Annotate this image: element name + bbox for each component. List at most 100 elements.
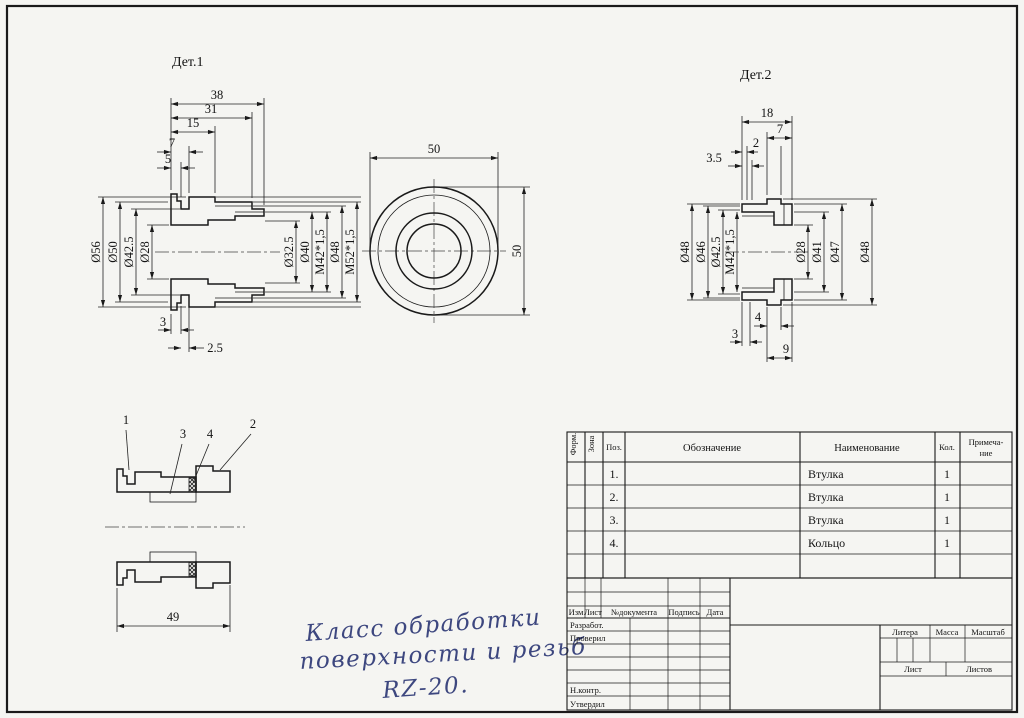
front-circle-mid	[395, 212, 473, 290]
assembly-cap-upper	[195, 465, 231, 493]
det1-dim-d42: Ø42.5	[122, 237, 136, 268]
det2-dim-d46: Ø46	[694, 241, 708, 263]
det1-dim-d28: Ø28	[138, 241, 152, 263]
header-poz: Поз.	[606, 442, 622, 452]
det2-dim-d28: Ø28	[794, 241, 808, 263]
row2-qty: 1	[944, 490, 950, 504]
callout-4: 4	[207, 427, 214, 441]
header-primechanie-2: ние	[980, 448, 993, 458]
assembly-sleeve-upper	[149, 491, 197, 503]
det1-view: Дет.1	[89, 55, 361, 355]
det1-front-view: 50 50	[362, 142, 530, 323]
header-kol: Кол.	[939, 442, 955, 452]
det1-dim-15: 15	[187, 116, 200, 130]
label-litera: Литера	[892, 627, 918, 637]
det1-dim-m42: M42*1,5	[313, 229, 327, 275]
det2-dimensions: 18 7 2 3.5 Ø48 Ø46 Ø42.5 M42*1,5 Ø28 Ø41…	[678, 106, 875, 361]
front-extension-lines	[369, 152, 530, 316]
spec-table-border	[566, 431, 1013, 579]
det1-dimensions: 38 31 15 7 5 Ø56 Ø50 Ø42.5 Ø28 Ø32.5 Ø40	[89, 88, 360, 355]
label-docnum: №документа	[611, 607, 657, 617]
det2-dim-4: 4	[755, 310, 762, 324]
det2-dim-9: 9	[783, 342, 789, 356]
det1-dim-d32: Ø32.5	[282, 237, 296, 268]
det2-dim-d42: Ø42.5	[709, 237, 723, 268]
header-naimenovanie: Наименование	[834, 443, 900, 454]
label-list: Лист	[584, 607, 602, 617]
sheet-border	[5, 4, 1019, 714]
det2-dim-d41: Ø41	[810, 241, 824, 263]
label-razrabot: Разработ.	[570, 620, 604, 630]
det1-dim-d50: Ø50	[106, 241, 120, 263]
front-circle-outer	[369, 186, 499, 316]
spec-table-grid	[567, 432, 1012, 578]
table-row: 3. Втулка 1	[610, 513, 951, 527]
det2-dim-d47: Ø47	[828, 241, 842, 263]
label-izm: Изм	[569, 607, 584, 617]
front-circle-thread	[377, 194, 491, 308]
det2-dim-18: 18	[761, 106, 774, 120]
row2-name: Втулка	[808, 490, 844, 504]
handwritten-note: Класс обработки поверхности и резьб RZ-2…	[299, 605, 587, 704]
spec-table: Форм. Зона Поз. Обозначение Наименование…	[566, 431, 1013, 579]
assembly-callouts: 1 3 4 2	[123, 413, 256, 495]
assembly-width-dimension: 49	[116, 585, 231, 632]
callout-1: 1	[123, 413, 129, 427]
det1-thread-lines	[215, 205, 264, 299]
det2-lower-section	[741, 278, 793, 306]
det1-dim-d56: Ø56	[89, 241, 103, 263]
det2-dim-3-5: 3.5	[706, 151, 722, 165]
det1-dim-2-5: 2.5	[207, 341, 223, 355]
det2-dim-d48-left: Ø48	[678, 241, 692, 263]
det2-thread-lines	[742, 204, 785, 300]
det1-upper-section	[170, 193, 265, 226]
det2-view: Дет.2	[678, 68, 877, 362]
row3-qty: 1	[944, 513, 950, 527]
assembly-ring-upper	[188, 477, 197, 493]
spec-table-headers: Форм. Зона Поз. Обозначение Наименование…	[568, 433, 1004, 458]
det1-dim-31: 31	[205, 102, 218, 116]
label-utverdil: Утвердил	[570, 699, 605, 709]
det2-dim-3: 3	[732, 327, 738, 341]
assembly-body-upper	[116, 468, 197, 493]
row3-name: Втулка	[808, 513, 844, 527]
title-block-labels: Изм Лист №документа Подпись Дата Разрабо…	[569, 607, 1005, 709]
header-oboznachenie: Обозначение	[683, 443, 741, 454]
label-data: Дата	[707, 607, 724, 617]
callout-3: 3	[180, 427, 186, 441]
assembly-dim-49: 49	[167, 610, 180, 624]
assembly-sleeve-lower	[149, 551, 197, 563]
label-listov: Листов	[966, 664, 992, 674]
header-form: Форм.	[568, 433, 578, 456]
row1-poz: 1.	[610, 467, 619, 481]
det2-dim-2: 2	[753, 136, 759, 150]
det1-dim-d48: Ø48	[328, 241, 342, 263]
row4-poz: 4.	[610, 536, 619, 550]
label-podpis: Подпись	[668, 607, 699, 617]
callout-2: 2	[250, 417, 256, 431]
table-row: 2. Втулка 1	[610, 490, 951, 504]
det1-extension-lines	[98, 98, 361, 352]
row3-poz: 3.	[610, 513, 619, 527]
assembly-cap-lower	[195, 561, 231, 589]
front-dim-width: 50	[428, 142, 441, 156]
det1-lower-section	[170, 278, 265, 311]
assembly-ring-lower	[188, 561, 197, 577]
header-primechanie-1: Примеча-	[969, 437, 1004, 447]
label-nkontr: Н.контр.	[570, 685, 601, 695]
label-proveril: Проверил	[570, 633, 606, 643]
assembly-body-lower	[116, 561, 197, 586]
det2-dim-m42: M42*1,5	[723, 229, 737, 275]
row4-qty: 1	[944, 536, 950, 550]
front-circle-bore	[406, 223, 462, 279]
row1-qty: 1	[944, 467, 950, 481]
table-row: 1. Втулка 1	[610, 467, 951, 481]
table-row: 4. Кольцо 1	[610, 536, 951, 550]
label-list2: Лист	[904, 664, 922, 674]
det2-dim-d48-right: Ø48	[858, 241, 872, 263]
row4-name: Кольцо	[808, 536, 845, 550]
det2-upper-section	[741, 198, 793, 226]
spec-table-rows: 1. Втулка 1 2. Втулка 1 3. Втулка 1 4. К…	[610, 467, 951, 550]
